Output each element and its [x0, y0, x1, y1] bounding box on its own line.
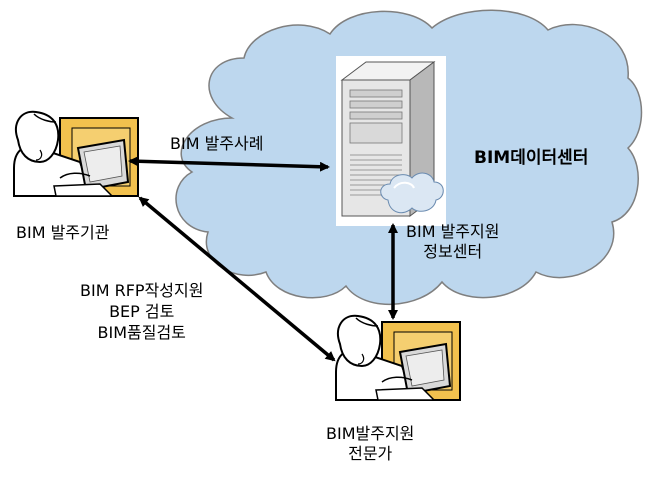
label-expert-line1: BIM발주지원 — [326, 424, 415, 443]
label-support-line2: BEP 검토 — [109, 302, 175, 321]
label-data-center: BIM데이터센터 — [474, 148, 589, 168]
person-laptop-icon — [13, 110, 139, 197]
label-info-center: BIM 발주지원 정보센터 — [406, 222, 499, 262]
arrow-client-to-server — [128, 156, 330, 172]
label-client: BIM 발주기관 — [16, 223, 110, 242]
label-info-center-line2: 정보센터 — [423, 242, 483, 261]
label-expert: BIM발주지원 전문가 — [326, 424, 414, 464]
label-case-arrow: BIM 발주사례 — [170, 134, 264, 153]
label-support-line1: BIM RFP작성지원 — [80, 281, 204, 300]
person-laptop-icon — [335, 314, 461, 401]
label-info-center-line1: BIM 발주지원 — [406, 222, 500, 241]
label-expert-line2: 전문가 — [348, 444, 393, 463]
arrow-client-to-expert — [138, 196, 336, 362]
label-support-line3: BIM품질검토 — [97, 323, 186, 342]
label-support: BIM RFP작성지원 BEP 검토 BIM품질검토 — [80, 280, 203, 343]
small-cloud-icon — [380, 172, 444, 214]
